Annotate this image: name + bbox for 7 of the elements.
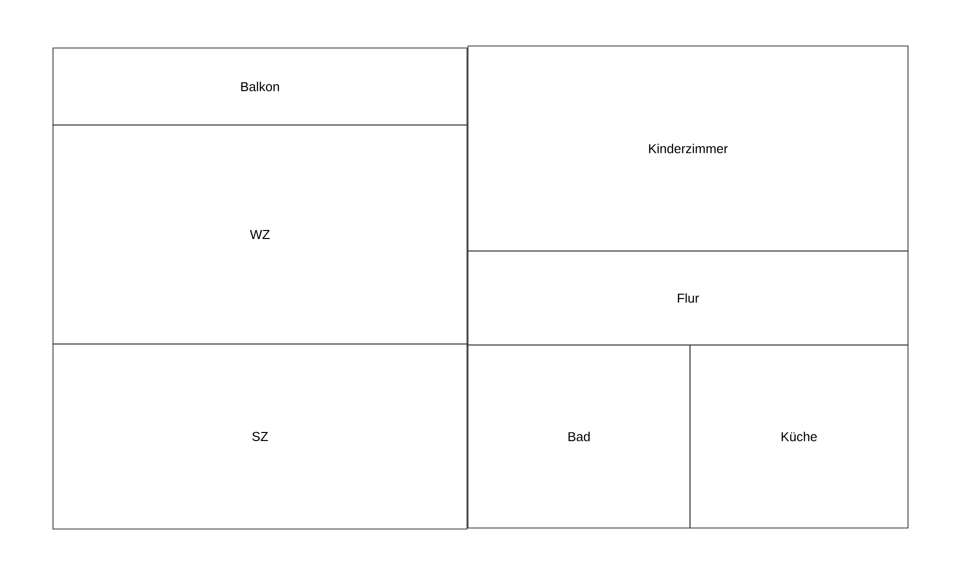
room-box: Küche	[690, 344, 908, 528]
room-box: WZ	[52, 124, 468, 344]
room-box: Bad	[468, 344, 690, 528]
room-box: SZ	[52, 344, 468, 530]
room-box: Flur	[468, 250, 908, 346]
room-box: Balkon	[52, 48, 468, 126]
room-box: Kinderzimmer	[468, 46, 908, 252]
